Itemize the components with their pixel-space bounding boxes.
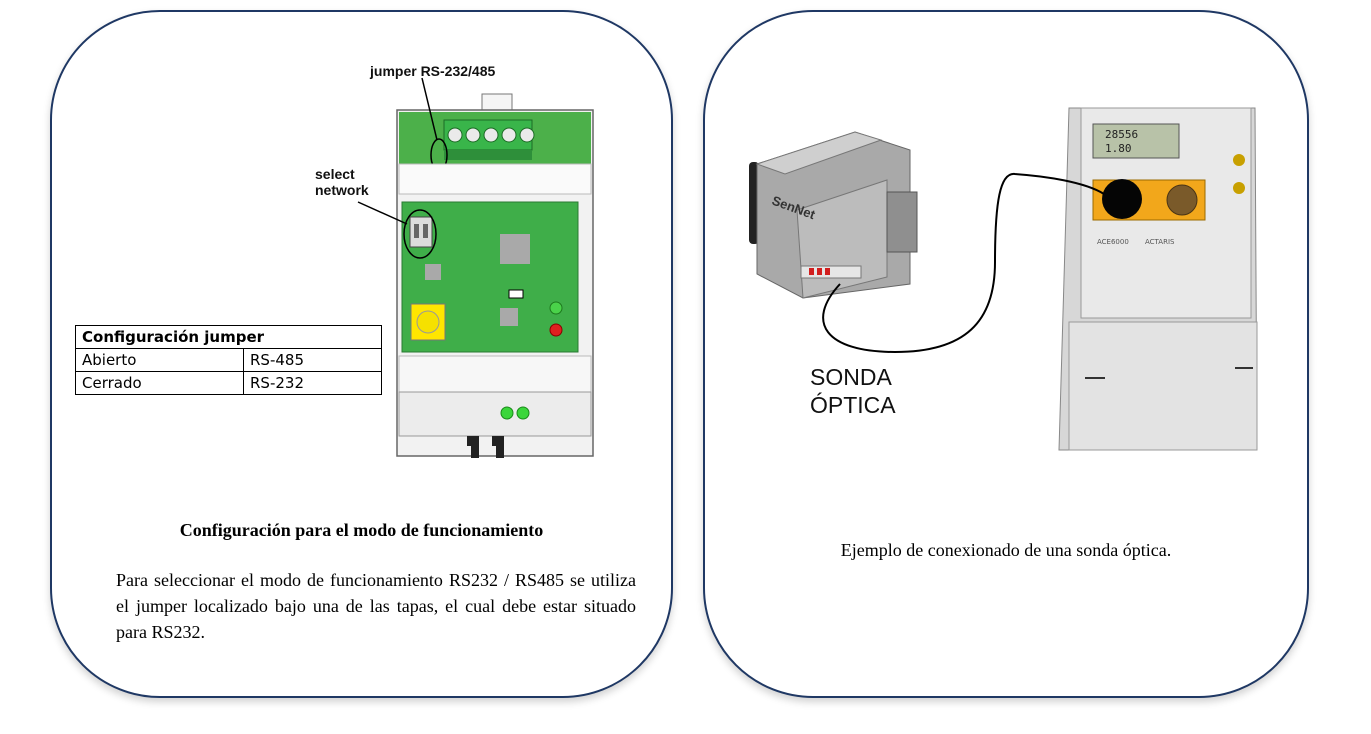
optical-probe-head — [1102, 179, 1142, 219]
jumper-mode-cell: RS-232 — [243, 371, 382, 395]
optical-probe-label: SONDA ÓPTICA — [810, 363, 896, 419]
top-clip — [481, 93, 513, 111]
jumper-state-cell: Abierto — [75, 348, 244, 372]
probe-label-line1: SONDA — [810, 364, 892, 390]
housing-band — [398, 163, 592, 195]
electricity-meter: 28556 1.80 ACE6000 ACTARIS — [1058, 107, 1258, 451]
select-network-callout: select network — [315, 166, 369, 198]
section-body: Para seleccionar el modo de funcionamien… — [116, 570, 636, 642]
device-terminals — [800, 265, 862, 279]
optical-port — [1166, 184, 1198, 216]
module-illustration — [357, 77, 594, 458]
pcb-chip — [500, 234, 530, 264]
probe-label-line2: ÓPTICA — [810, 392, 896, 418]
select-network-marker — [403, 209, 437, 259]
din-clip — [467, 436, 504, 458]
status-led-1 — [500, 406, 514, 420]
meter-model-label: ACE6000 — [1097, 238, 1129, 246]
meter-terminal-cover — [1068, 321, 1258, 451]
housing-bottom — [398, 391, 592, 437]
connection-illustration: SenNet 28556 1.80 ACE6000 ACTARIS — [749, 107, 1258, 451]
select-label: select — [315, 166, 355, 182]
pcb-chip-small — [425, 264, 441, 280]
green-led — [549, 301, 563, 315]
housing-band-lower — [398, 355, 592, 393]
sennet-device: SenNet — [749, 131, 918, 299]
table-row: Abierto RS-485 — [75, 348, 382, 372]
jumper-config-table: Configuración jumper Abierto RS-485 Cerr… — [75, 325, 382, 395]
pcb-chip-small-2 — [500, 308, 518, 326]
red-led — [549, 323, 563, 337]
left-panel: jumper RS-232/485 select network Configu… — [50, 10, 673, 698]
table-header: Configuración jumper — [75, 325, 382, 349]
meter-display — [1092, 123, 1180, 159]
jumper-leader-line — [421, 77, 438, 141]
meter-brand-label: ACTARIS — [1145, 238, 1175, 246]
jumper-state-cell: Cerrado — [75, 371, 244, 395]
status-led-2 — [516, 406, 530, 420]
right-panel: SenNet 28556 1.80 ACE6000 ACTARIS SONDA … — [703, 10, 1309, 698]
connection-caption: Ejemplo de conexionado de una sonda ópti… — [840, 540, 1172, 560]
jumper-mode-cell: RS-485 — [243, 348, 382, 372]
jumper-callout: jumper RS-232/485 — [370, 63, 496, 79]
meter-display-line1: 28556 — [1105, 128, 1138, 141]
table-row: Cerrado RS-232 — [75, 371, 382, 395]
terminal-screws — [443, 119, 535, 160]
probe-cable — [822, 172, 1105, 354]
section-title: Configuración para el modo de funcionami… — [179, 520, 544, 540]
select-leader-line — [357, 201, 408, 225]
din-rail — [886, 191, 918, 253]
table-header-row: Configuración jumper — [75, 325, 382, 349]
meter-display-line2: 1.80 — [1105, 142, 1132, 155]
network-label: network — [315, 182, 369, 198]
pcb-connector — [508, 289, 524, 299]
dip-switch — [409, 216, 433, 248]
